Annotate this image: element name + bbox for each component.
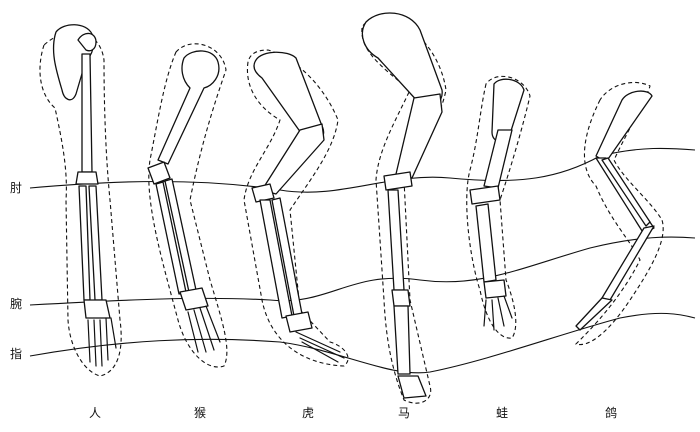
species-label-human: 人 — [89, 406, 101, 420]
wrist-label: 腕 — [10, 297, 22, 311]
species-label-tiger: 虎 — [302, 406, 314, 420]
species-label-pigeon: 鸽 — [605, 406, 617, 420]
species-label-frog: 蛙 — [496, 406, 508, 420]
wrist-level-line — [30, 237, 695, 305]
monkey-forelimb — [148, 44, 227, 367]
tiger-forelimb — [244, 50, 348, 366]
horse-forelimb — [362, 13, 446, 403]
species-label-monkey: 猴 — [194, 406, 206, 420]
species-label-horse: 马 — [398, 406, 410, 420]
digit-label: 指 — [10, 347, 22, 361]
human-forelimb — [40, 25, 121, 376]
digit-level-line — [30, 313, 695, 372]
elbow-level-line — [30, 148, 695, 192]
pigeon-forelimb — [576, 82, 663, 344]
elbow-label: 肘 — [10, 181, 22, 195]
frog-forelimb — [467, 76, 530, 338]
